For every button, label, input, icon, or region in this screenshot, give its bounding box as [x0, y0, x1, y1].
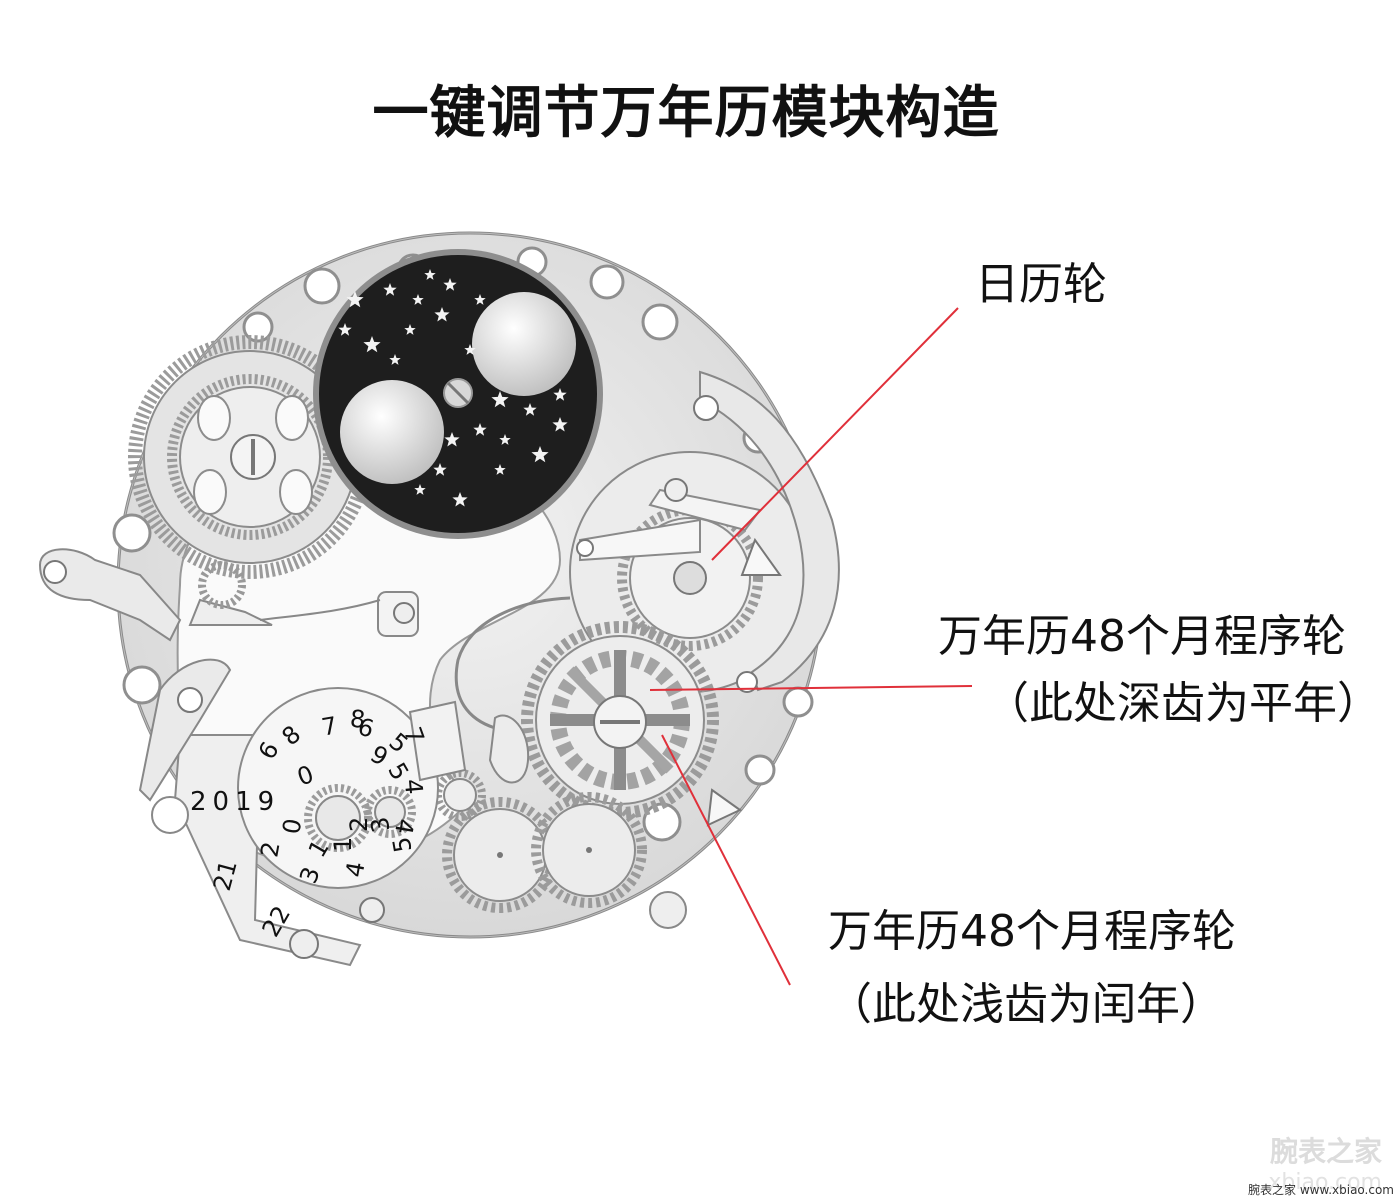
- year-digit: 2: [345, 817, 373, 832]
- star-icon: [414, 484, 426, 495]
- year-digit: 3: [365, 815, 395, 835]
- year-digit: 6: [355, 712, 377, 743]
- star-icon: [473, 423, 487, 436]
- watermark-url: xbiao.com: [1268, 1170, 1382, 1195]
- year-digit: 0: [277, 816, 307, 836]
- year-digit: 4: [389, 817, 419, 837]
- label-program-wheel-leap: 万年历48个月程序轮: [828, 906, 1236, 957]
- star-icon: [552, 417, 568, 432]
- star-icon: [389, 354, 401, 365]
- star-icon: [443, 278, 457, 291]
- star-icon: [412, 294, 424, 305]
- upper-left-gear: [128, 335, 372, 579]
- spring-and-lever: [408, 395, 758, 929]
- star-icon: [452, 492, 468, 507]
- year-digit: 4: [399, 778, 428, 796]
- footer-credit: 腕表之家 www.xbiao.com: [1248, 1183, 1394, 1197]
- left-levers: [38, 548, 419, 834]
- star-icon: [338, 323, 352, 336]
- year-disc: [173, 687, 439, 967]
- star-icon: [433, 463, 447, 476]
- star-icon: [383, 283, 397, 296]
- star-icon: [474, 294, 486, 305]
- star-icon: [491, 391, 509, 408]
- label-date-wheel: 日历轮: [975, 259, 1107, 310]
- year-digit: 4: [340, 859, 370, 879]
- leader-lines: [649, 307, 973, 986]
- watermark-brand: 腕表之家: [1269, 1135, 1382, 1168]
- label-program-wheel-common-note: （此处深齿为平年）: [985, 678, 1381, 729]
- year-digit: 5: [387, 835, 417, 855]
- star-icon: [424, 269, 436, 280]
- star-icon: [444, 432, 460, 447]
- star-icon: [494, 464, 506, 475]
- star-icon: [363, 336, 381, 353]
- star-icon: [531, 446, 549, 463]
- moon-phase-disc: [313, 249, 603, 539]
- year-digit: 7: [319, 711, 339, 741]
- diagram-title: 一键调节万年历模块构造: [372, 81, 1000, 146]
- label-program-wheel-leap-note: （此处浅齿为闰年）: [828, 979, 1224, 1030]
- year-digit: 1: [329, 837, 357, 852]
- star-icon: [553, 388, 567, 401]
- star-icon: [499, 434, 511, 445]
- date-wheel-assembly: [569, 451, 811, 693]
- lower-intermediate-gears: [434, 769, 647, 913]
- star-icon: [404, 324, 416, 335]
- year-label: 2019: [190, 787, 280, 817]
- star-icon: [464, 344, 476, 355]
- star-icon: [346, 291, 364, 308]
- star-icon: [523, 403, 537, 416]
- label-program-wheel-common: 万年历48个月程序轮: [938, 611, 1346, 662]
- leader-line-common-year: [649, 685, 973, 691]
- leader-line-date-wheel: [711, 307, 959, 561]
- star-icon: [434, 307, 450, 322]
- right-curved-lever: [699, 370, 840, 692]
- program-wheel-48-month: [521, 621, 742, 827]
- year-digit: 2: [255, 839, 285, 859]
- watermark: 腕表之家 xbiao.com: [1268, 1130, 1382, 1195]
- leader-line-leap-year: [661, 734, 791, 986]
- year-digit: 8: [349, 705, 367, 734]
